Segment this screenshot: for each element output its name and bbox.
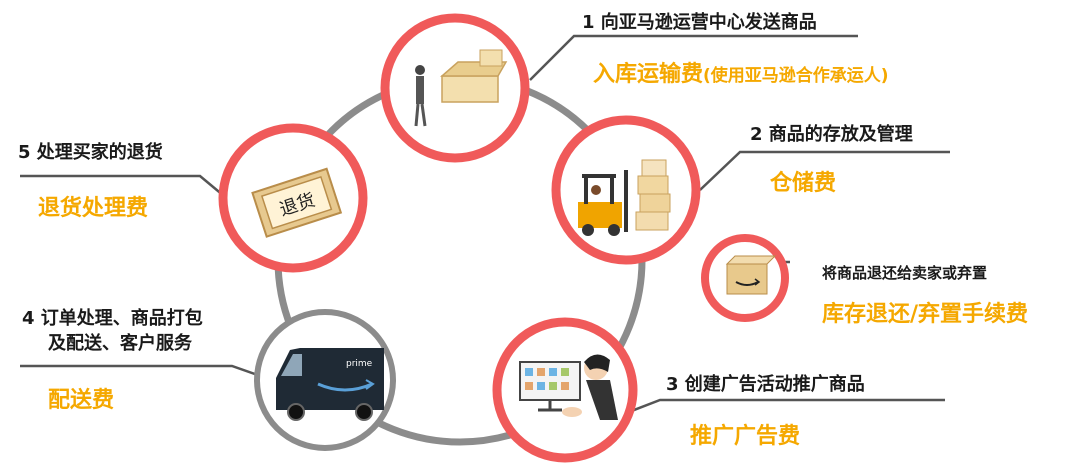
leader-line-step-3: [607, 398, 945, 422]
step-2-title: 2 商品的存放及管理: [750, 124, 913, 145]
delivery-van-icon: prime: [276, 348, 384, 421]
amazon-box-icon: [725, 255, 777, 295]
step-3-fee: 推广广告费: [690, 424, 801, 449]
step-5-fee: 退货处理费: [38, 196, 149, 221]
return-package-icon: 退货: [251, 167, 343, 238]
return-disposal-title: 将商品退还给卖家或弃置: [822, 264, 988, 282]
node-step-4: prime: [254, 309, 396, 451]
van-prime-logo: prime: [346, 359, 373, 369]
node-return-disposal: [701, 234, 789, 322]
forklift-icon: [578, 159, 671, 236]
leader-line-step-1: [529, 34, 858, 81]
return-disposal-fee: 库存退还/弃置手续费: [822, 302, 1029, 327]
leader-line-step-4: [20, 364, 273, 382]
step-2-fee: 仓储费: [770, 171, 837, 196]
node-step-1: [380, 13, 530, 163]
node-step-2: [551, 115, 701, 265]
step-4-title: 4 订单处理、商品打包 及配送、客户服务: [22, 306, 252, 356]
step-4-fee: 配送费: [48, 388, 115, 413]
step-1-fee: 入库运输费: [593, 62, 704, 87]
node-step-3: [492, 317, 638, 463]
step-5-title: 5 处理买家的退货: [18, 142, 163, 163]
advertising-icon: [519, 354, 618, 420]
node-step-5: 退货: [218, 123, 368, 273]
step-1-title: 1 向亚马逊运营中心发送商品: [582, 12, 817, 33]
step-1-fee-note: (使用亚马逊合作承运人): [703, 66, 889, 86]
step-3-title: 3 创建广告活动推广商品: [666, 374, 865, 395]
step-1-fee-group: 入库运输费(使用亚马逊合作承运人): [593, 56, 889, 88]
warehouse-receiving-icon: [414, 49, 508, 127]
leader-line-step-2: [699, 150, 950, 191]
step-4-title-line2: 及配送、客户服务: [48, 333, 192, 354]
step-4-title-line1: 4 订单处理、商品打包: [22, 308, 203, 329]
